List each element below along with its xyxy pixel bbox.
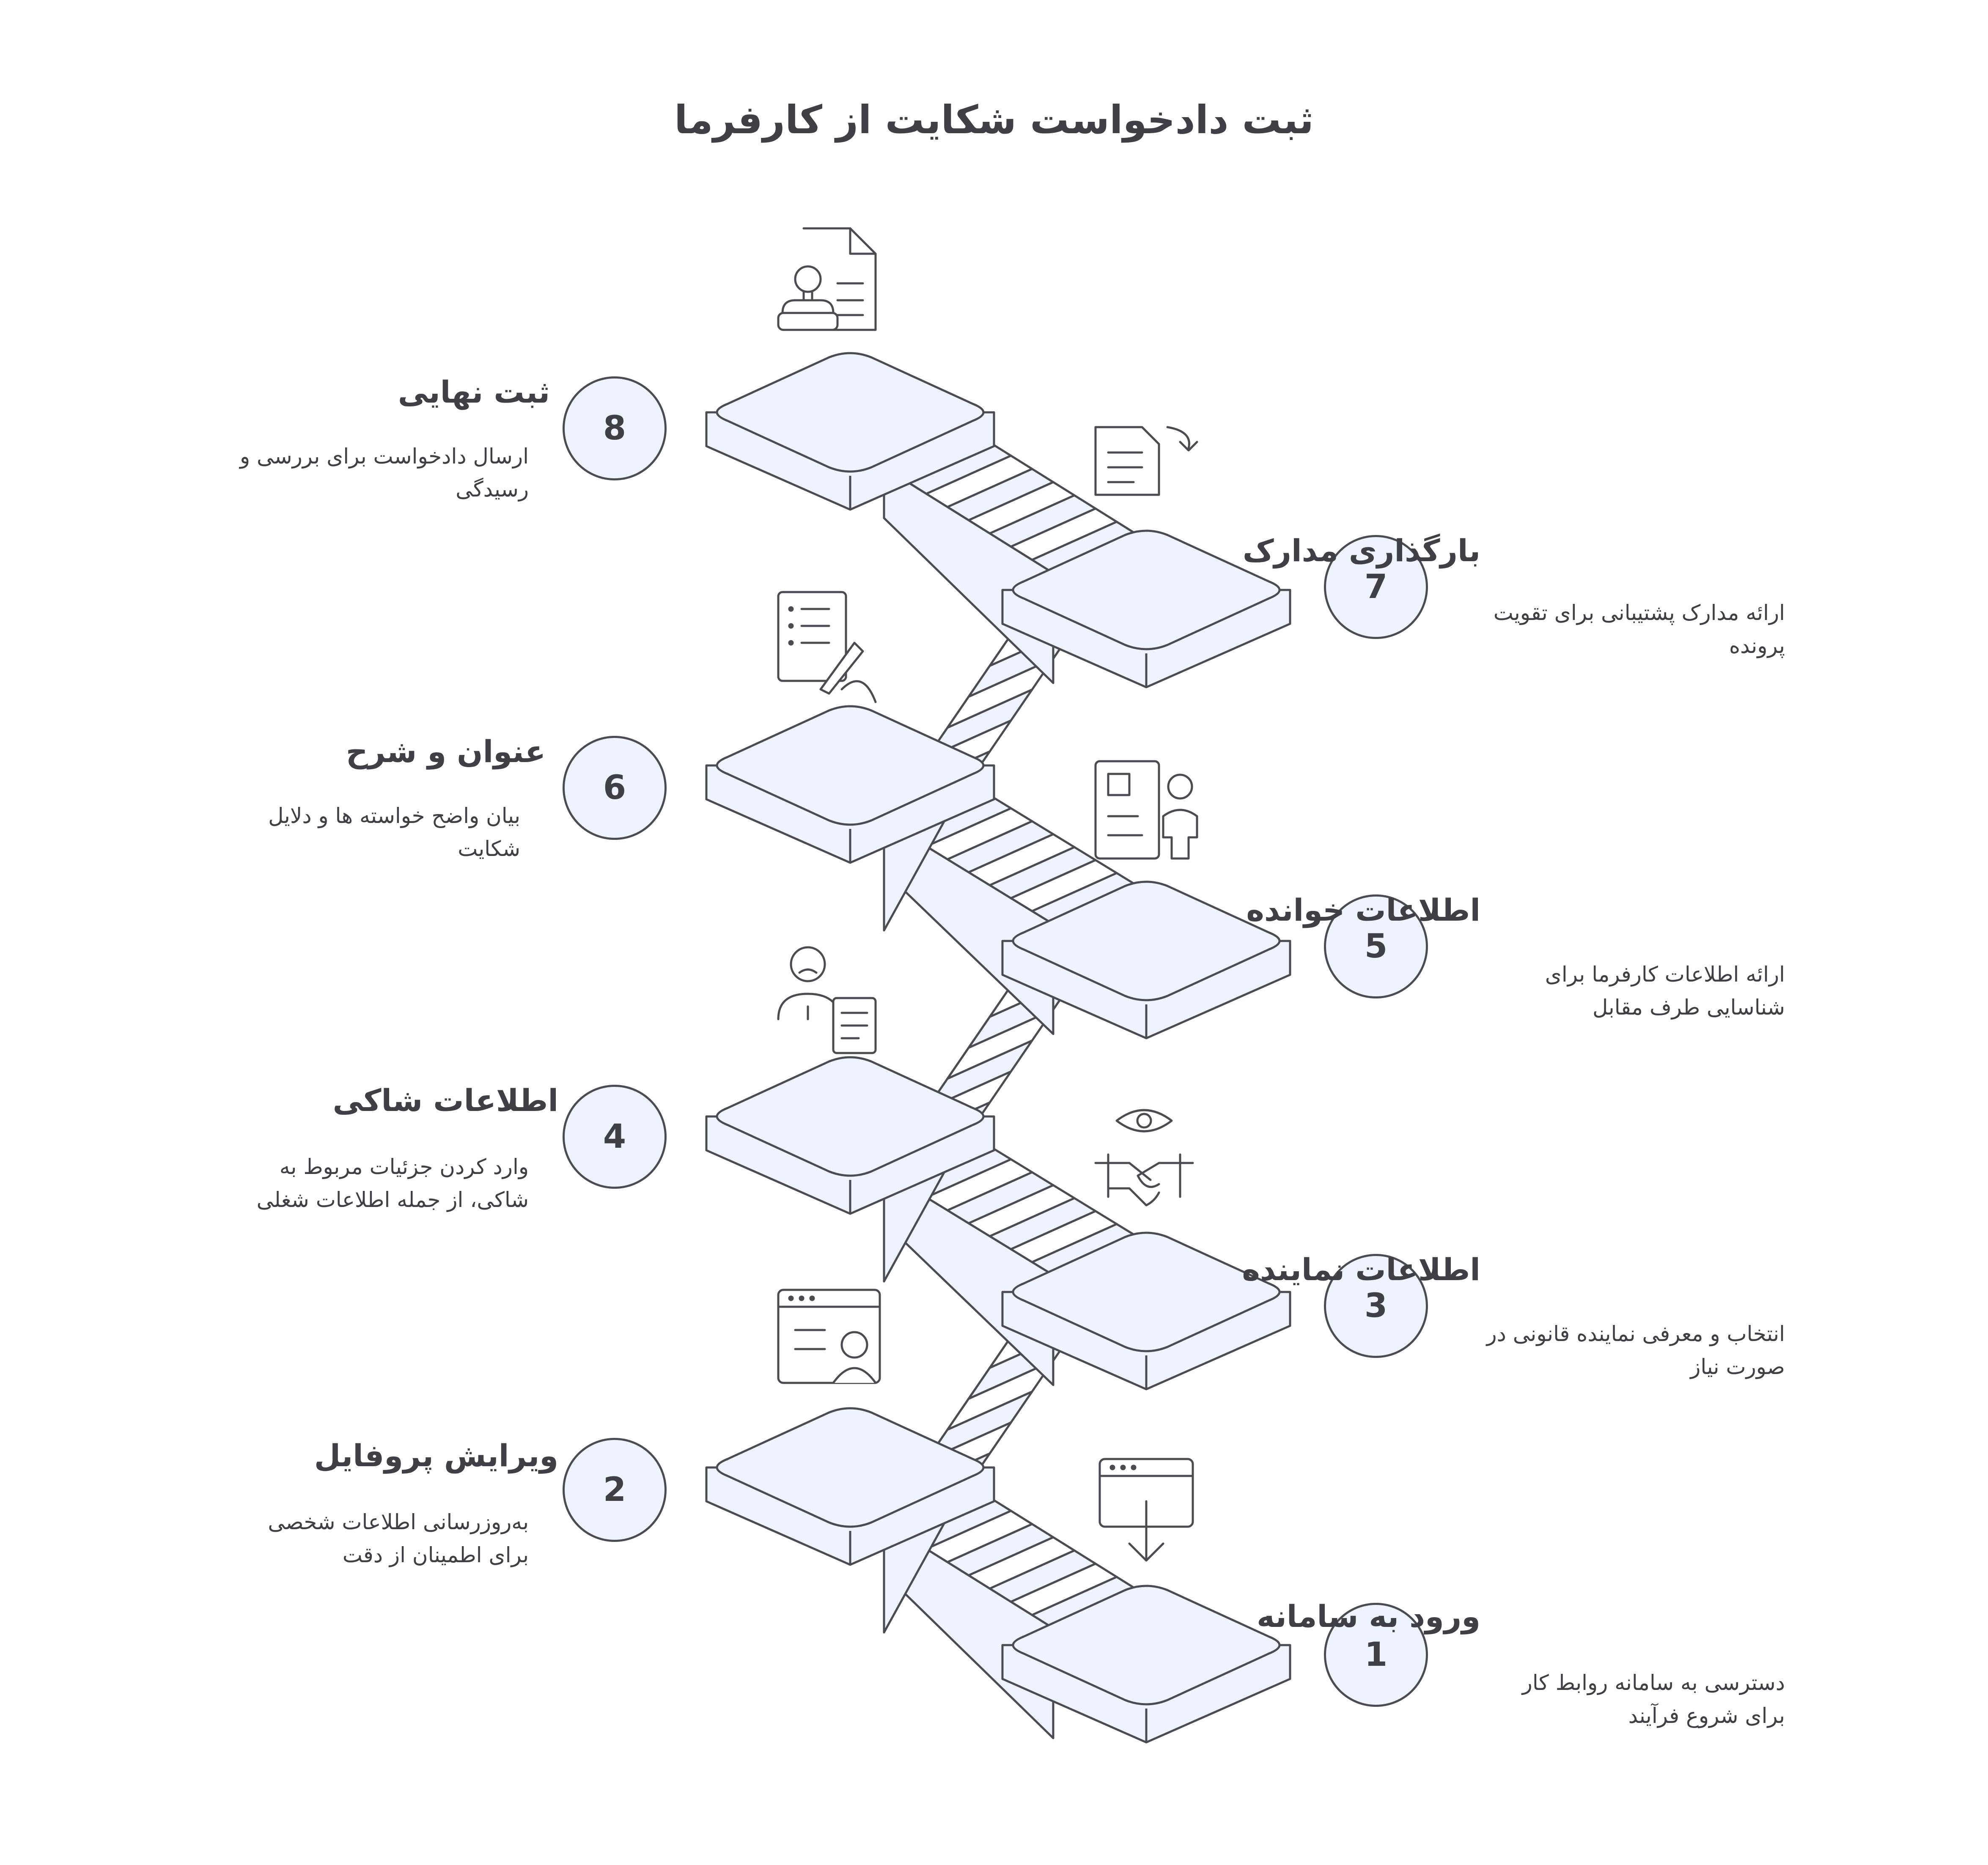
step-4-number-badge: 4 bbox=[563, 1085, 667, 1189]
stamp-document-icon bbox=[777, 227, 877, 331]
step-platform-7 bbox=[1001, 529, 1291, 688]
step-4-title: اطلاعات شاکی bbox=[332, 1083, 558, 1118]
platform-top bbox=[1012, 880, 1281, 1001]
step-3-title: اطلاعات نماینده bbox=[1242, 1252, 1480, 1287]
stair-flight bbox=[883, 428, 1139, 684]
step-6-title: عنوان و شرح bbox=[346, 734, 546, 769]
step-2-description: به‌روزرسانی اطلاعات شخصی برای اطمینان از… bbox=[268, 1510, 529, 1567]
step-platform-4 bbox=[705, 1056, 995, 1215]
platform-top bbox=[716, 352, 985, 473]
sad-person-document-icon bbox=[777, 946, 877, 1054]
stairs-group bbox=[705, 352, 1291, 1744]
document-upload-icon bbox=[1094, 426, 1198, 496]
step-4-description: وارد کردن جزئیات مربوط به شاکی، از جمله … bbox=[256, 1155, 529, 1212]
handshake-eye-icon bbox=[1094, 1109, 1194, 1207]
step-5-title: اطلاعات خوانده bbox=[1246, 892, 1480, 928]
profile-window-icon bbox=[777, 1289, 881, 1384]
step-3-description: انتخاب و معرفی نماینده قانونی در صورت نی… bbox=[1486, 1322, 1785, 1379]
step-platform-2 bbox=[705, 1407, 995, 1566]
step-5-number-badge: 5 bbox=[1324, 894, 1428, 998]
writing-list-icon bbox=[777, 591, 877, 703]
platform-top bbox=[716, 1407, 985, 1528]
step-platform-5 bbox=[1001, 880, 1291, 1039]
step-3-number-badge: 3 bbox=[1324, 1254, 1428, 1358]
step-platform-3 bbox=[1001, 1231, 1291, 1391]
step-5-description: ارائه اطلاعات کارفرما برای شناسایی طرف م… bbox=[1545, 962, 1785, 1020]
step-6-number-badge: 6 bbox=[563, 736, 667, 840]
step-platform-6 bbox=[705, 705, 995, 864]
step-1-description: دسترسی به سامانه روابط کار برای شروع فرآ… bbox=[1522, 1670, 1785, 1728]
step-8-number-badge: 8 bbox=[563, 376, 667, 480]
platform-top bbox=[1012, 1585, 1281, 1706]
step-2-title: ویرایش پروفایل bbox=[314, 1438, 558, 1473]
step-8-description: ارسال دادخواست برای بررسی و رسیدگی bbox=[239, 444, 529, 502]
browser-download-icon bbox=[1098, 1458, 1194, 1562]
step-7-title: بارگذاری مدارک bbox=[1242, 533, 1480, 568]
step-platform-1 bbox=[1001, 1585, 1291, 1744]
platform-top bbox=[716, 1056, 985, 1177]
platform-top bbox=[1012, 529, 1281, 650]
step-1-title: ورود به سامانه bbox=[1257, 1599, 1480, 1634]
step-6-description: بیان واضح خواسته ها و دلایل شکایت bbox=[268, 804, 520, 861]
step-7-number-badge: 7 bbox=[1324, 535, 1428, 639]
id-card-person-icon bbox=[1094, 760, 1198, 860]
platform-top bbox=[716, 705, 985, 826]
diagram-title: ثبت دادخواست شکایت از کارفرما bbox=[674, 97, 1314, 143]
step-platform-8 bbox=[705, 352, 995, 511]
step-8-title: ثبت نهایی bbox=[398, 374, 550, 410]
step-2-number-badge: 2 bbox=[563, 1438, 667, 1542]
step-1-number-badge: 1 bbox=[1324, 1603, 1428, 1707]
stair-flight bbox=[883, 1483, 1139, 1739]
step-7-description: ارائه مدارک پشتیبانی برای تقویت پرونده bbox=[1493, 601, 1785, 658]
platform-top bbox=[1012, 1231, 1281, 1352]
